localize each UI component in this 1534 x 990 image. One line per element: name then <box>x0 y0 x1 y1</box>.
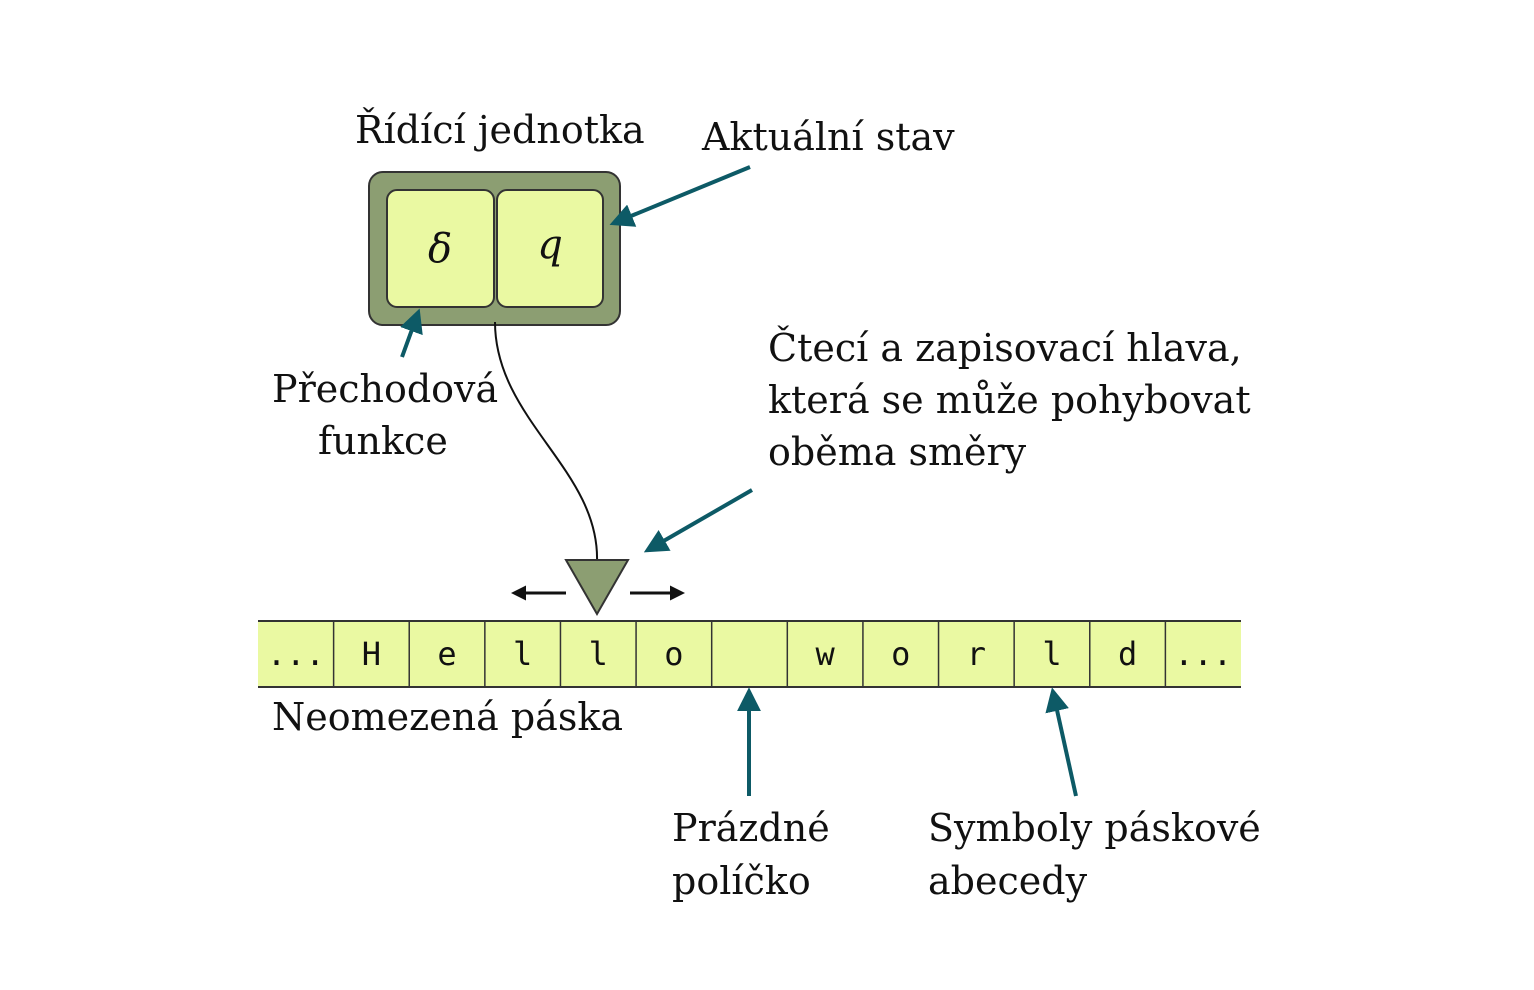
tape-cell: e <box>437 635 456 673</box>
tape-alphabet-arrow <box>1045 687 1078 797</box>
blank-cell-label-line-1: Prázdné <box>672 806 830 850</box>
transition-function-label-line-2: funkce <box>318 419 448 463</box>
tape-alphabet-label-line-1: Symboly páskové <box>928 806 1261 850</box>
head-label-line-3: oběma směry <box>768 430 1027 474</box>
delta-symbol: δ <box>428 226 452 272</box>
transition-function-arrow <box>400 308 423 358</box>
tape-cell: o <box>664 635 683 673</box>
tape-label: Neomezená páska <box>272 695 623 739</box>
head-label: Čtecí a zapisovací hlava, která se může … <box>768 326 1263 474</box>
head-label-line-1: Čtecí a zapisovací hlava, <box>768 326 1242 370</box>
tape-cell: l <box>589 635 608 673</box>
transition-function-label-line-1: Přechodová <box>272 367 498 411</box>
tape-cell: l <box>1042 635 1061 673</box>
tape-cell: d <box>1118 635 1137 673</box>
tape-cell: l <box>513 635 532 673</box>
tape-alphabet-label: Symboly páskové abecedy <box>928 806 1273 903</box>
head-label-line-2: která se může pohybovat <box>768 378 1251 422</box>
unit-to-head-line <box>494 321 599 563</box>
tape-cell: ... <box>1174 635 1232 673</box>
tape-background <box>258 621 1241 687</box>
blank-cell-label-line-2: políčko <box>672 859 811 903</box>
tape-cell: H <box>362 635 381 673</box>
control-unit: δ q <box>368 171 621 326</box>
current-state-cell <box>496 189 604 308</box>
head-arrow <box>643 488 753 553</box>
tape-cell: ... <box>267 635 325 673</box>
transition-function-cell <box>386 189 495 308</box>
current-state-arrow <box>609 165 751 227</box>
read-write-head <box>564 559 630 617</box>
tape-cell: w <box>815 635 835 673</box>
control-unit-title: Řídící jednotka <box>355 108 645 152</box>
state-symbol: q <box>537 222 563 268</box>
tape-alphabet-label-line-2: abecedy <box>928 859 1088 903</box>
transition-function-label: Přechodová funkce <box>272 367 510 463</box>
current-state-label: Aktuální stav <box>701 115 955 159</box>
tape-cell: r <box>967 635 986 673</box>
blank-cell-label: Prázdné políčko <box>672 806 842 903</box>
tape-cell: o <box>891 635 910 673</box>
